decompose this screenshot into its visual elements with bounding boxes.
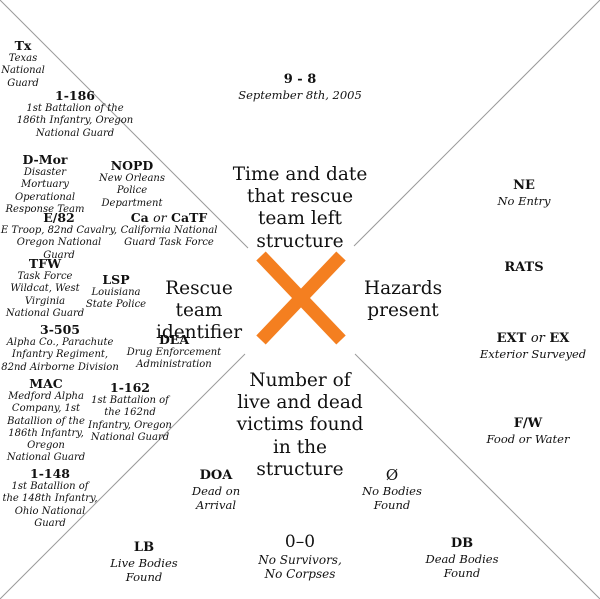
victim-zero-zero: 0–0 No Survivors, No Corpses (258, 532, 342, 582)
victim-live-bodies: LB Live Bodies Found (110, 540, 178, 584)
hazard-ne: NE No Entry (497, 178, 551, 208)
time-date-label: 9 - 8 September 8th, 2005 (220, 72, 380, 102)
time-date-desc: September 8th, 2005 (238, 87, 362, 102)
team-id-3-505: 3-505 Alpha Co., Parachute Infantry Regi… (1, 322, 119, 373)
victim-dead-bodies: DB Dead Bodies Found (425, 536, 499, 580)
team-id-tx: Tx Texas National Guard (1, 38, 45, 89)
team-id-nopd: NOPD New Orleans Police Department (98, 158, 166, 209)
quadrant-title-bottom: Number of live and dead victims found in… (236, 370, 364, 480)
team-id-lsp: LSP Louisiana State Police (85, 272, 147, 311)
team-id-tfw: TFW Task Force Wildcat, West Virginia Na… (5, 256, 85, 319)
team-id-1-148: 1-148 1st Batallion of the 148th Infantr… (2, 466, 98, 529)
victim-doa: DOA Dead on Arrival (191, 468, 241, 512)
team-id-e-82: E/82 E Troop, 82nd Cavalry, Oregon Natio… (0, 210, 118, 261)
hazard-rats: RATS (504, 260, 544, 275)
team-id-dea: DEA Drug Enforcement Administration (126, 332, 222, 371)
diagonal-line-tr (353, 0, 600, 247)
team-id-mac: MAC Medford Alpha Company, 1st Batallion… (6, 376, 86, 464)
team-id-1-162: 1-162 1st Battalion of the 162nd Infantr… (88, 380, 172, 443)
x-mark-stroke-2 (256, 251, 346, 345)
team-id-d-mor: D-Mor Disaster Mortuary Operational Resp… (5, 152, 85, 215)
time-date-code: 9 - 8 (283, 72, 317, 87)
hazard-ext-ex: EXT or EX Exterior Surveyed (479, 331, 587, 361)
diagonal-line-tl (0, 0, 249, 249)
victim-no-bodies: Ø No Bodies Found (362, 466, 422, 513)
quadrant-title-right: Hazards present (363, 278, 443, 322)
diagonal-line-bl (0, 353, 246, 599)
hazard-f-w: F/W Food or Water (486, 416, 570, 446)
team-id-1-186: 1-186 1st Battalion of the 186th Infantr… (16, 88, 134, 139)
team-id-ca-catf: Ca or CaTF California National Guard Tas… (120, 210, 218, 249)
diagonal-line-br (354, 353, 600, 599)
quadrant-title-top: Time and date that rescue team left stru… (232, 164, 368, 252)
quadrant-title-left: Rescue team identifier (155, 278, 243, 344)
